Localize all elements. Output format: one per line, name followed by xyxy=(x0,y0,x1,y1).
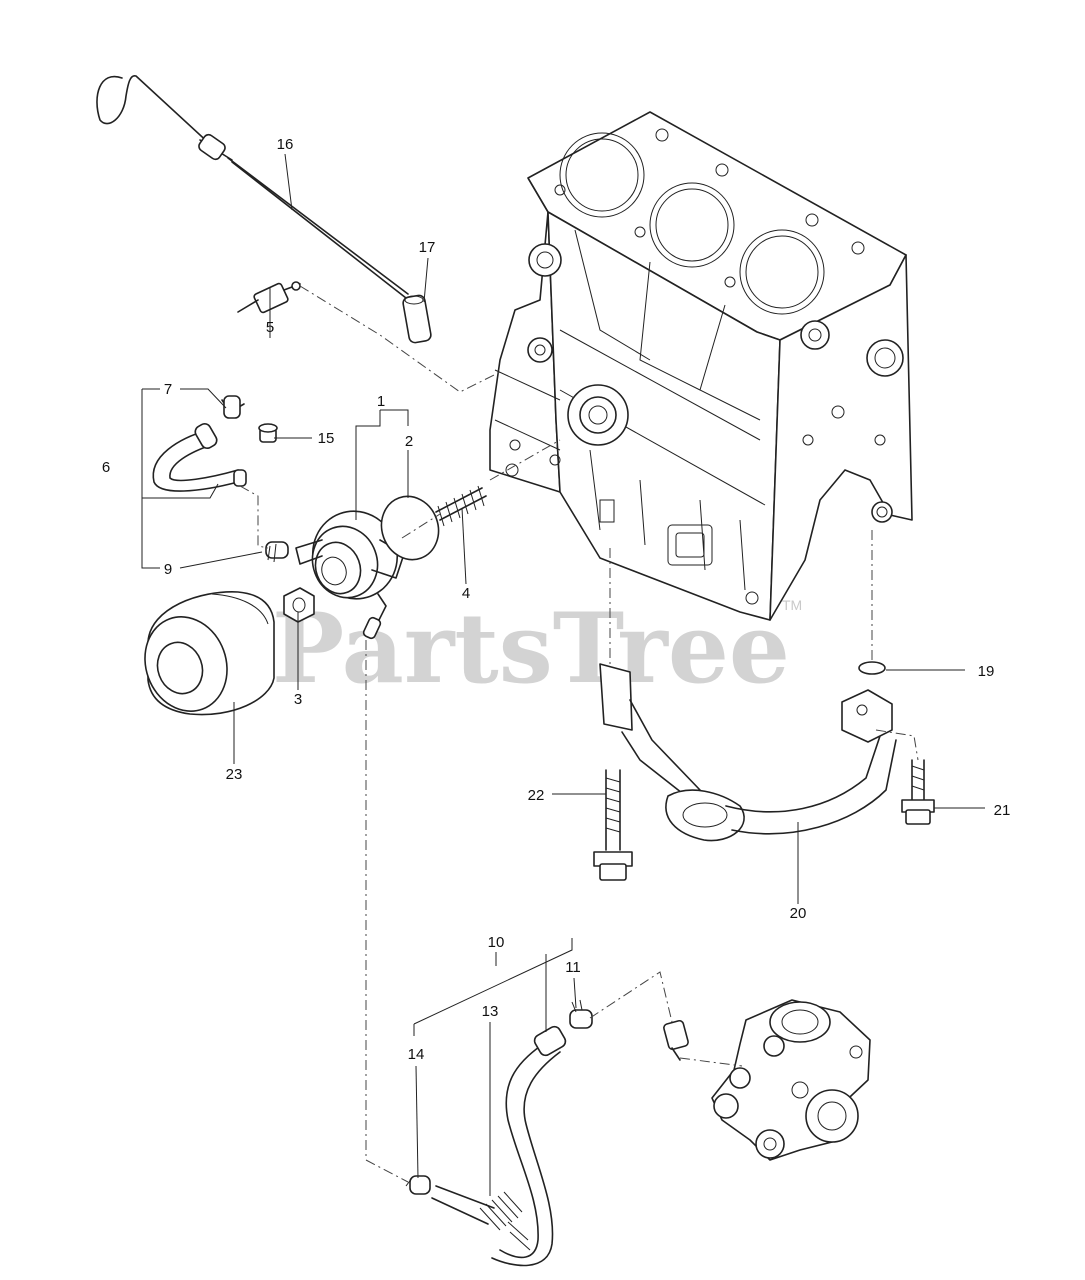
gasket-2 xyxy=(380,495,440,561)
bolt-22 xyxy=(593,769,633,881)
oil-pickup xyxy=(599,663,897,842)
callout-7: 7 xyxy=(164,381,172,398)
callout-19: 19 xyxy=(978,663,995,680)
engine-block xyxy=(489,111,913,621)
fitting-5 xyxy=(237,281,301,314)
callout-10: 10 xyxy=(488,934,505,951)
callout-3: 3 xyxy=(294,691,302,708)
callout-16: 16 xyxy=(277,136,294,153)
oil-filter xyxy=(144,591,275,716)
nut-3 xyxy=(283,587,315,623)
oring-19 xyxy=(858,661,886,675)
plug-15 xyxy=(258,423,278,443)
callout-1: 1 xyxy=(377,393,385,410)
callout-14: 14 xyxy=(408,1046,425,1063)
callout-4: 4 xyxy=(462,585,470,602)
callout-22: 22 xyxy=(528,787,545,804)
callout-21: 21 xyxy=(994,802,1011,819)
water-pump xyxy=(711,999,871,1161)
spring-4 xyxy=(435,485,487,527)
bolt-21 xyxy=(901,759,935,825)
leader-lines xyxy=(141,153,985,1196)
callout-9: 9 xyxy=(164,561,172,578)
callout-23: 23 xyxy=(226,766,243,783)
callout-20: 20 xyxy=(790,905,807,922)
callout-17: 17 xyxy=(419,239,436,256)
hose-6 xyxy=(152,423,247,492)
clamp-9 xyxy=(265,541,289,563)
fitting-adapter xyxy=(663,1019,689,1061)
callouts: 16 17 5 7 6 9 15 1 2 4 3 23 19 21 22 20 … xyxy=(102,136,1011,1063)
callout-13: 13 xyxy=(482,1003,499,1020)
watermark-text: PartsTree xyxy=(272,592,790,705)
assembly-lines xyxy=(239,285,919,1183)
clamp-11 xyxy=(569,999,593,1029)
callout-15: 15 xyxy=(318,430,335,447)
callout-2: 2 xyxy=(405,433,413,450)
callout-6: 6 xyxy=(102,459,110,476)
dipstick xyxy=(96,74,409,299)
oil-cooler xyxy=(295,510,405,640)
dipstick-guide xyxy=(402,294,432,344)
elbow-7 xyxy=(221,395,245,419)
watermark-trademark: TM xyxy=(782,597,802,613)
clamp-14 xyxy=(405,1175,431,1195)
callout-5: 5 xyxy=(266,319,274,336)
hose-13 xyxy=(431,1025,567,1267)
callout-11: 11 xyxy=(565,959,581,976)
